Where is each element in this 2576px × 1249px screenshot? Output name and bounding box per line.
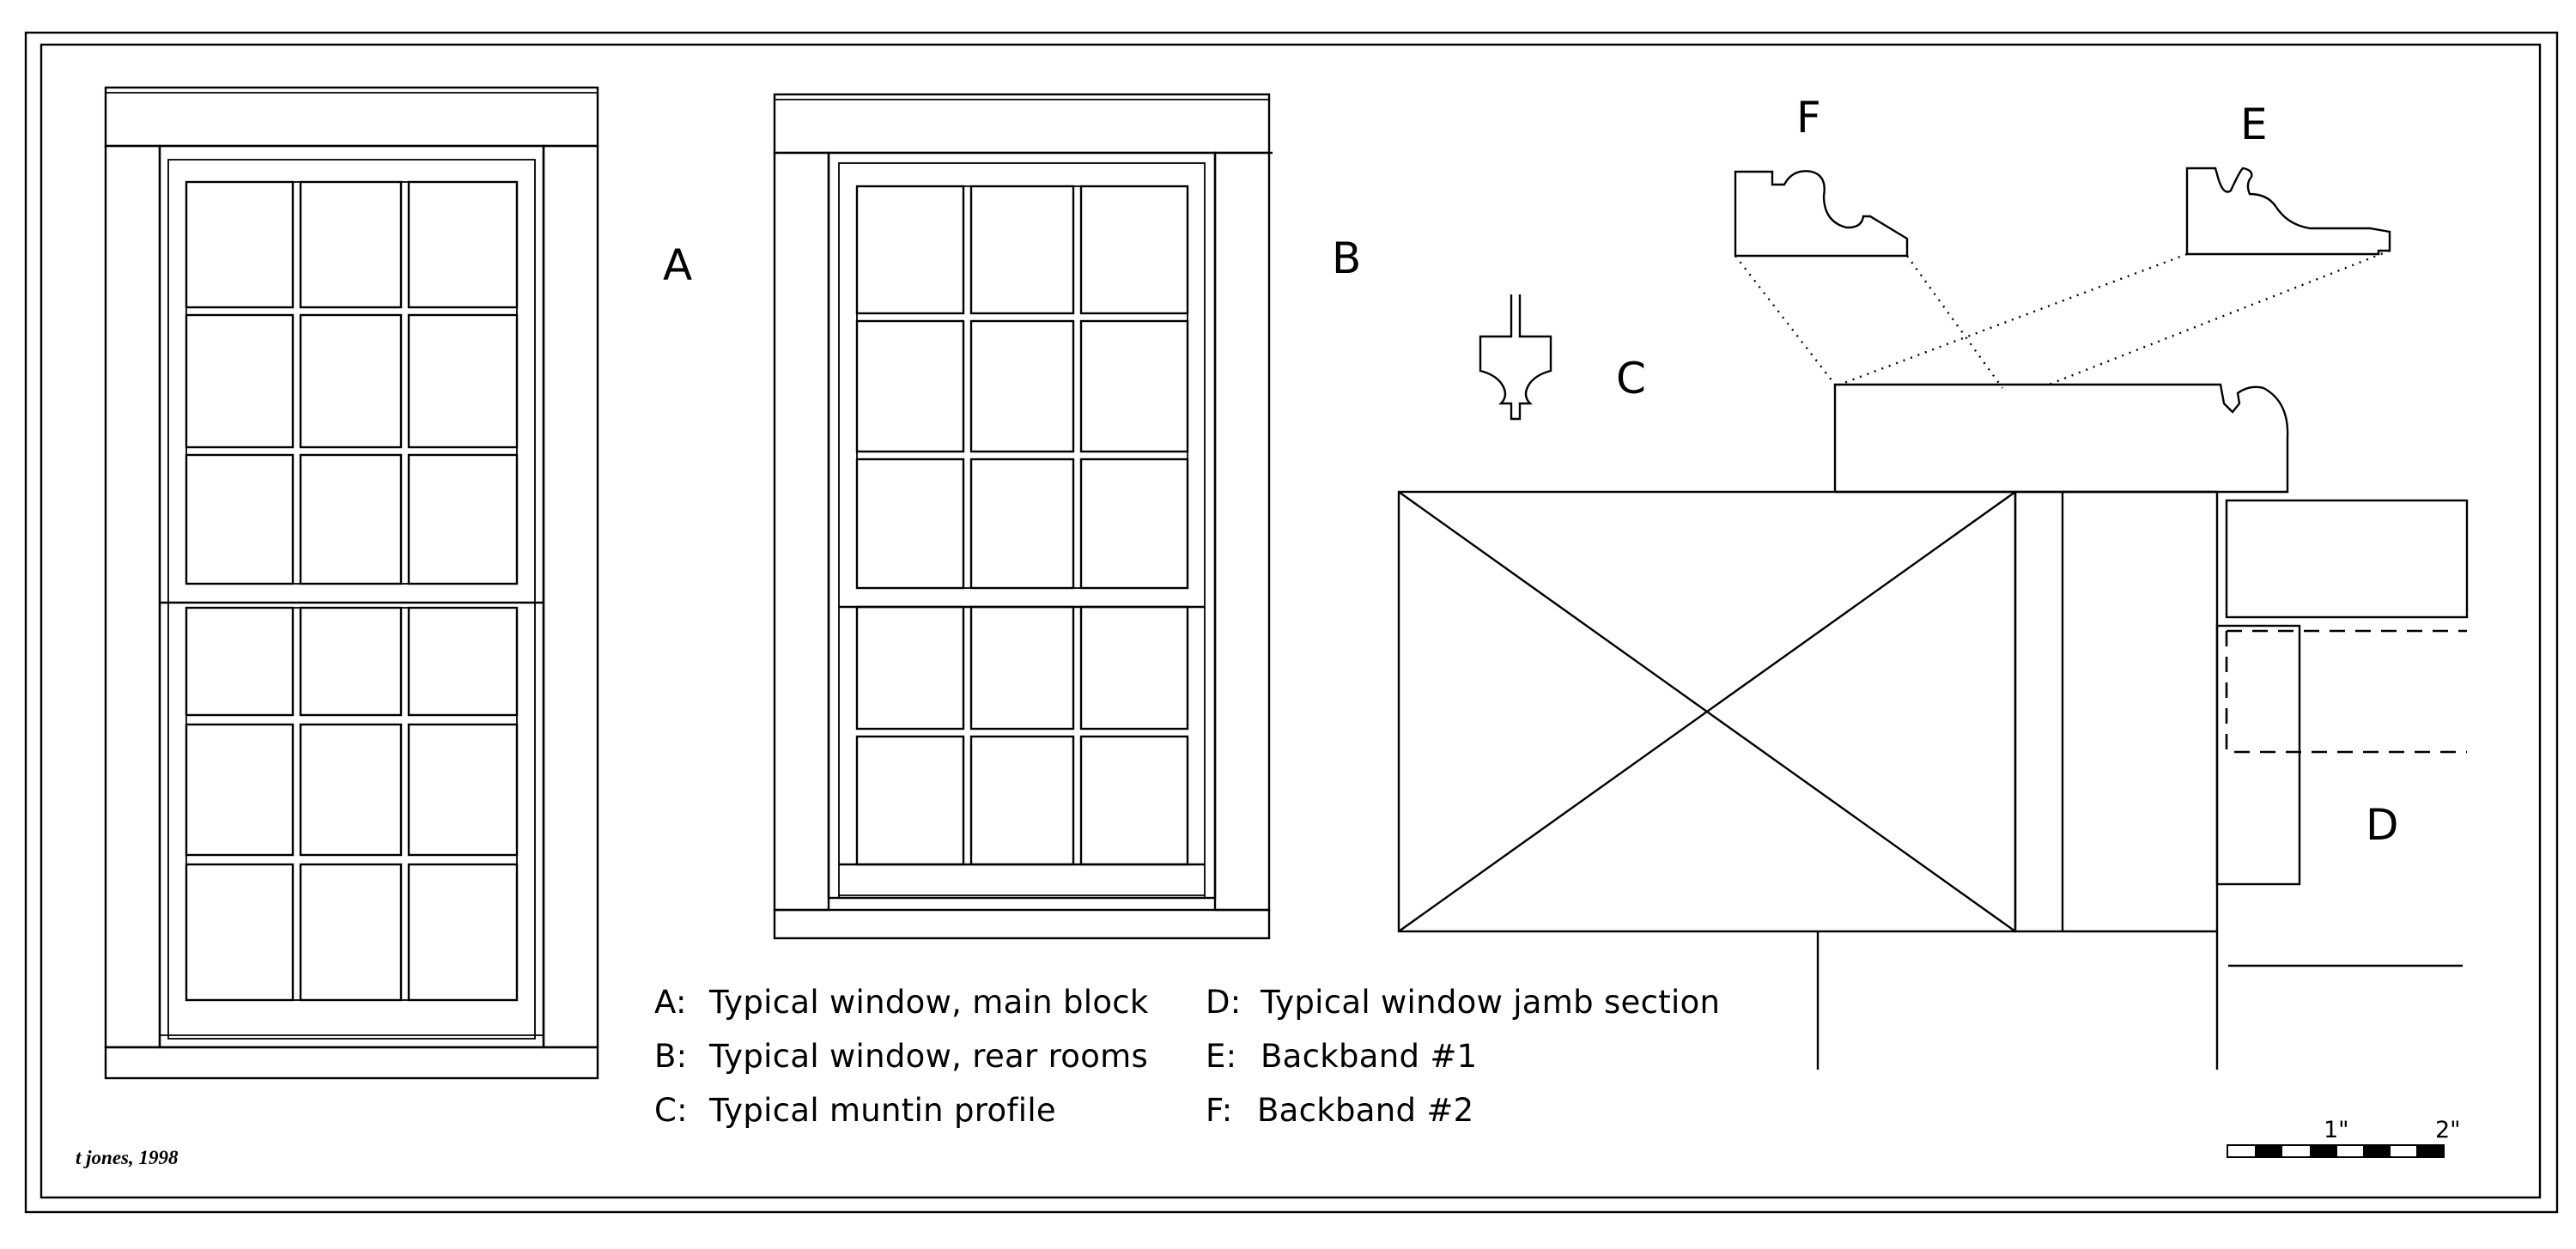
window-a-lower-panes <box>185 606 519 1002</box>
legend-b-text: Typical window, rear rooms <box>708 1038 1148 1075</box>
leader-f-left <box>1735 255 1836 385</box>
legend-d-key: D: <box>1206 984 1242 1021</box>
legend-b-key: B: <box>654 1038 687 1075</box>
label-b: B <box>1332 233 1361 283</box>
label-a: A <box>663 240 692 290</box>
backband-1-profile <box>2185 167 2391 256</box>
leader-e-right <box>2048 249 2391 386</box>
backband-2-profile <box>1734 170 1909 258</box>
window-b-lower-panes <box>855 605 1189 866</box>
legend-a-key: A: <box>654 984 687 1021</box>
signature: t jones, 1998 <box>76 1147 179 1168</box>
label-d: D <box>2366 800 2399 850</box>
scale-label-2: 2" <box>2435 1117 2461 1143</box>
legend-c-key: C: <box>654 1092 688 1129</box>
window-b-upper-panes <box>855 185 1189 590</box>
legend: A: Typical window, main block B: Typical… <box>654 984 1720 1129</box>
outer-border <box>24 31 2559 1214</box>
legend-d-text: Typical window jamb section <box>1260 984 1720 1021</box>
legend-a-text: Typical window, main block <box>708 984 1149 1021</box>
legend-c-text: Typical muntin profile <box>708 1092 1056 1129</box>
leader-e-left <box>1834 252 2188 388</box>
legend-f-text: Backband #2 <box>1257 1092 1474 1129</box>
legend-e-text: Backband #1 <box>1261 1038 1478 1075</box>
legend-e-key: E: <box>1206 1038 1236 1075</box>
window-a-upper-panes <box>185 180 519 585</box>
scale-bar: 1" 2" <box>2227 1117 2461 1158</box>
jamb-section <box>1397 383 2469 1070</box>
inner-border <box>39 43 2542 1199</box>
leader-f-right <box>1906 255 2003 389</box>
window-a-elevation <box>104 86 599 1080</box>
window-b-elevation <box>773 93 1273 940</box>
label-f: F <box>1796 93 1821 142</box>
legend-f-key: F: <box>1206 1092 1232 1129</box>
scale-label-1: 1" <box>2324 1117 2349 1143</box>
label-e: E <box>2240 100 2268 149</box>
muntin-profile <box>1479 294 1552 421</box>
label-c: C <box>1616 354 1646 403</box>
